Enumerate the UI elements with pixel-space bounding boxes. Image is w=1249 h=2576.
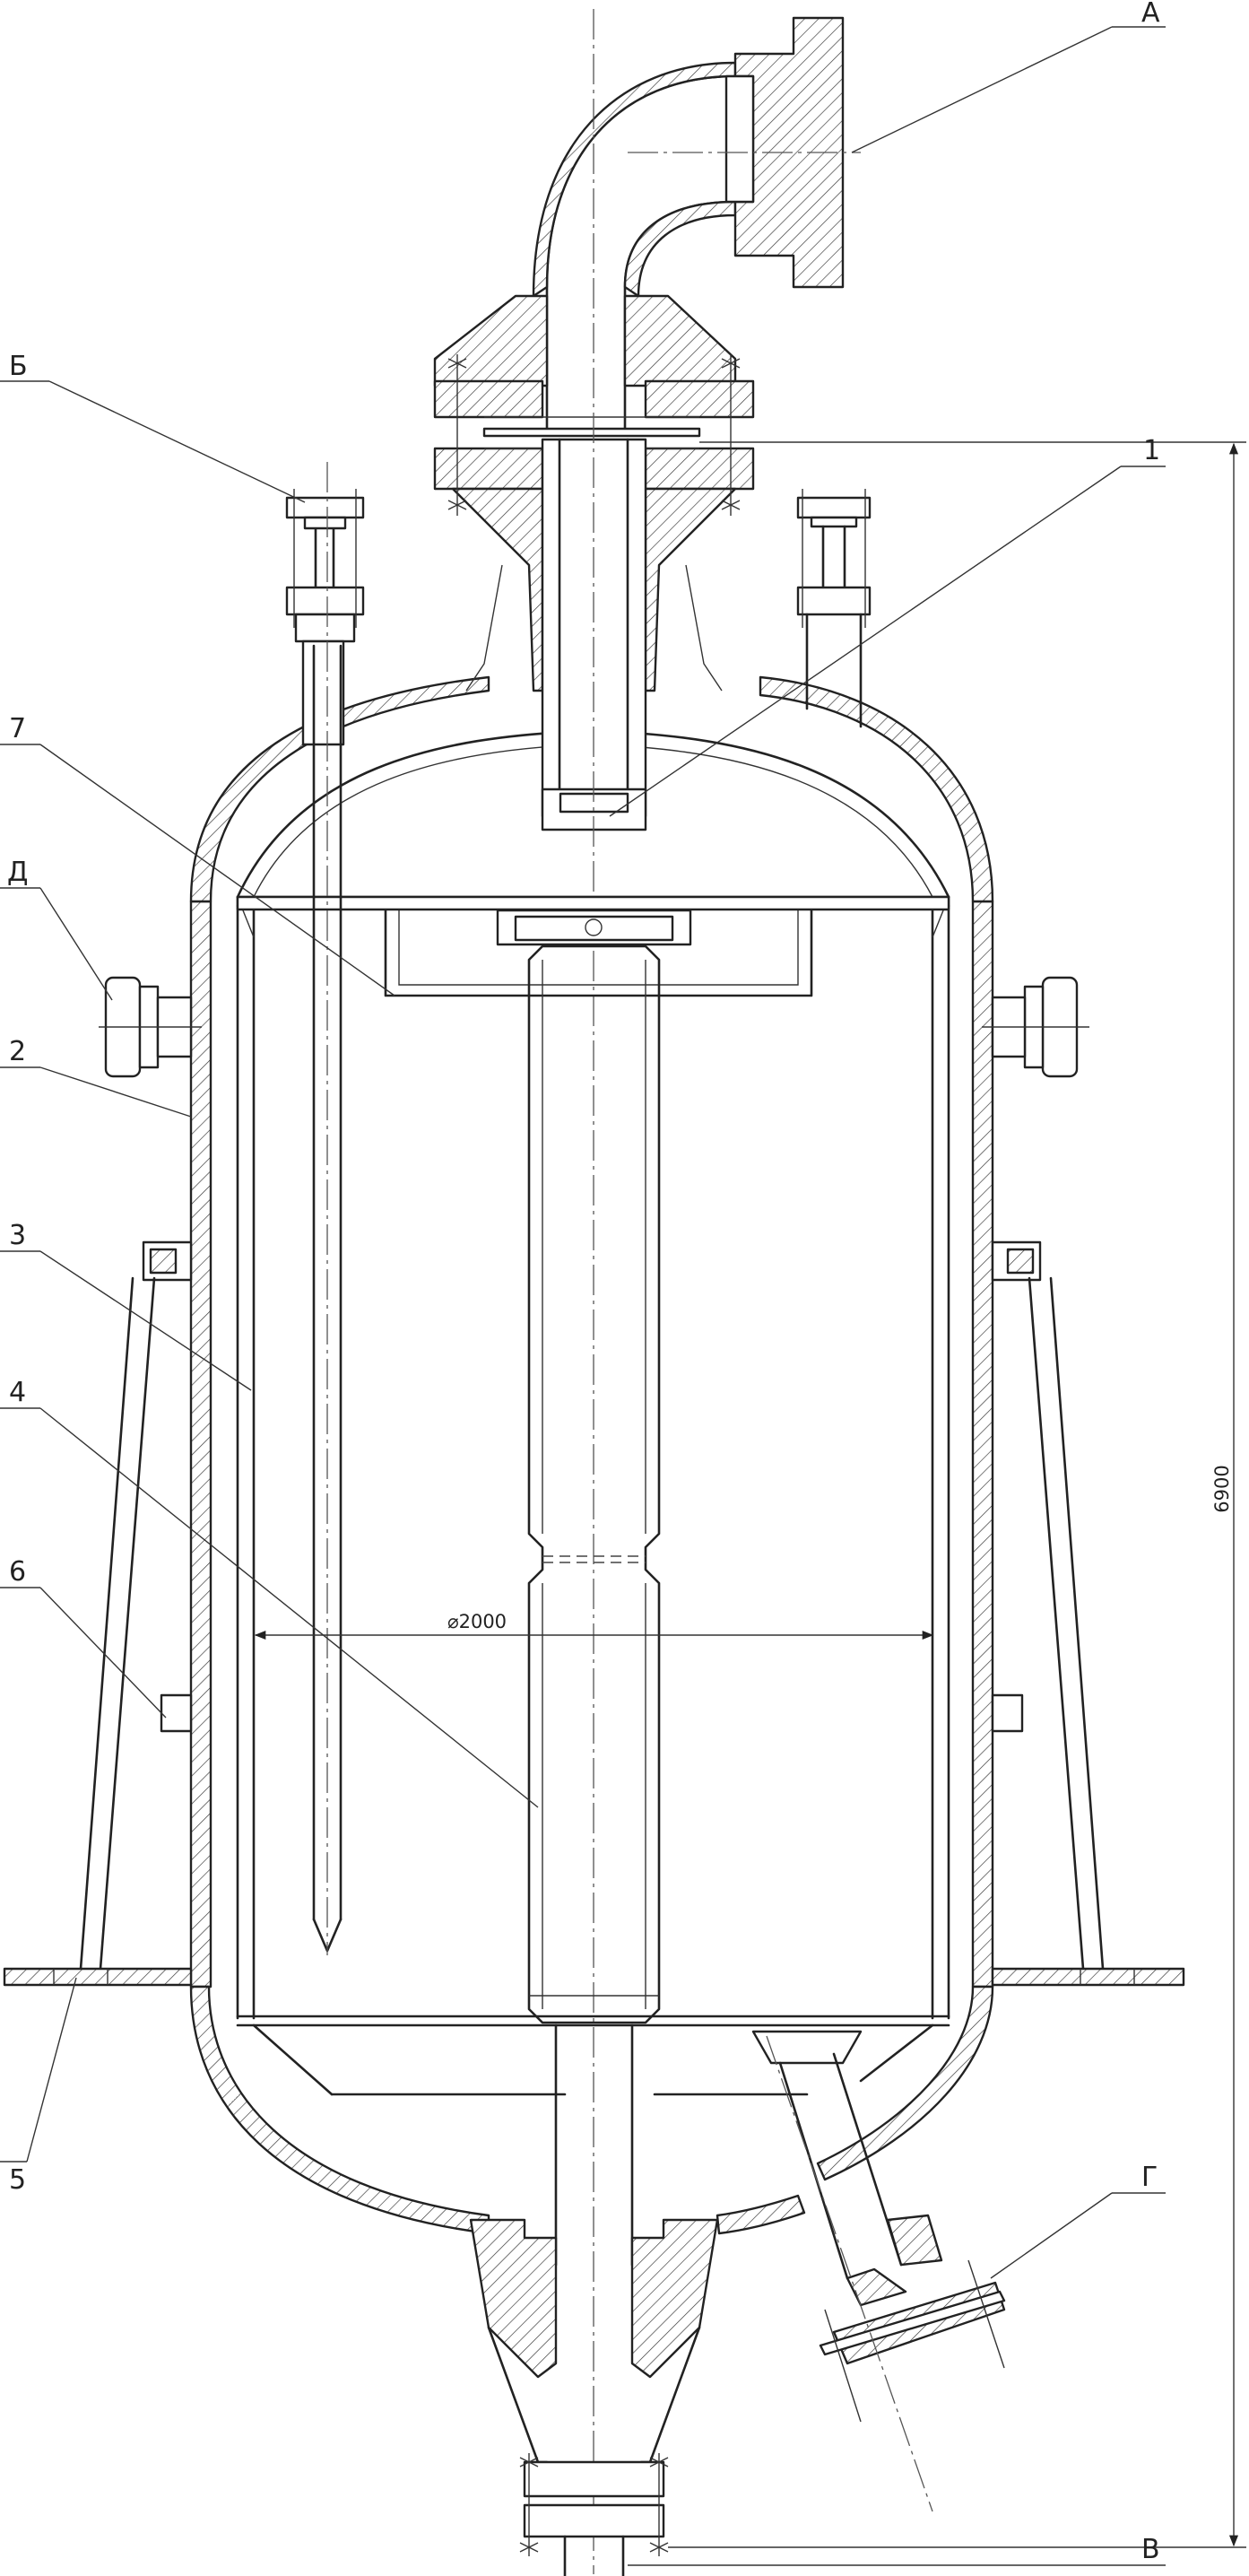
callout-6: 6 <box>9 1556 26 1588</box>
callout-a: А <box>1141 0 1160 29</box>
central-column <box>236 895 950 2267</box>
dimension-diameter-label: ⌀2000 <box>447 1611 507 1632</box>
side-nozzle-d-left <box>99 976 202 1078</box>
outlet-nozzle-a <box>433 9 861 2574</box>
probe-b <box>285 462 365 1955</box>
callout-7: 7 <box>9 713 26 744</box>
callout-g: Г <box>1141 2162 1158 2193</box>
supports <box>3 1240 1185 1987</box>
side-nozzle-d-right <box>982 976 1089 1078</box>
callout-d: Д <box>7 857 28 888</box>
leader-lines <box>0 26 1166 2566</box>
drain-nozzle-g <box>751 2030 1006 2512</box>
callout-4: 4 <box>9 1377 26 1408</box>
callout-b: Б <box>9 351 28 382</box>
dimension-height-label: 6900 <box>1211 1465 1233 1512</box>
callout-5: 5 <box>9 2164 26 2196</box>
callout-3: 3 <box>9 1220 26 1251</box>
callout-1: 1 <box>1143 435 1160 466</box>
dimension-height <box>668 441 1246 2548</box>
callout-v: В <box>1141 2534 1160 2565</box>
bottom-outlet-v <box>469 2218 719 2576</box>
head-nozzle-right <box>796 489 872 728</box>
callout-2: 2 <box>9 1036 26 1067</box>
